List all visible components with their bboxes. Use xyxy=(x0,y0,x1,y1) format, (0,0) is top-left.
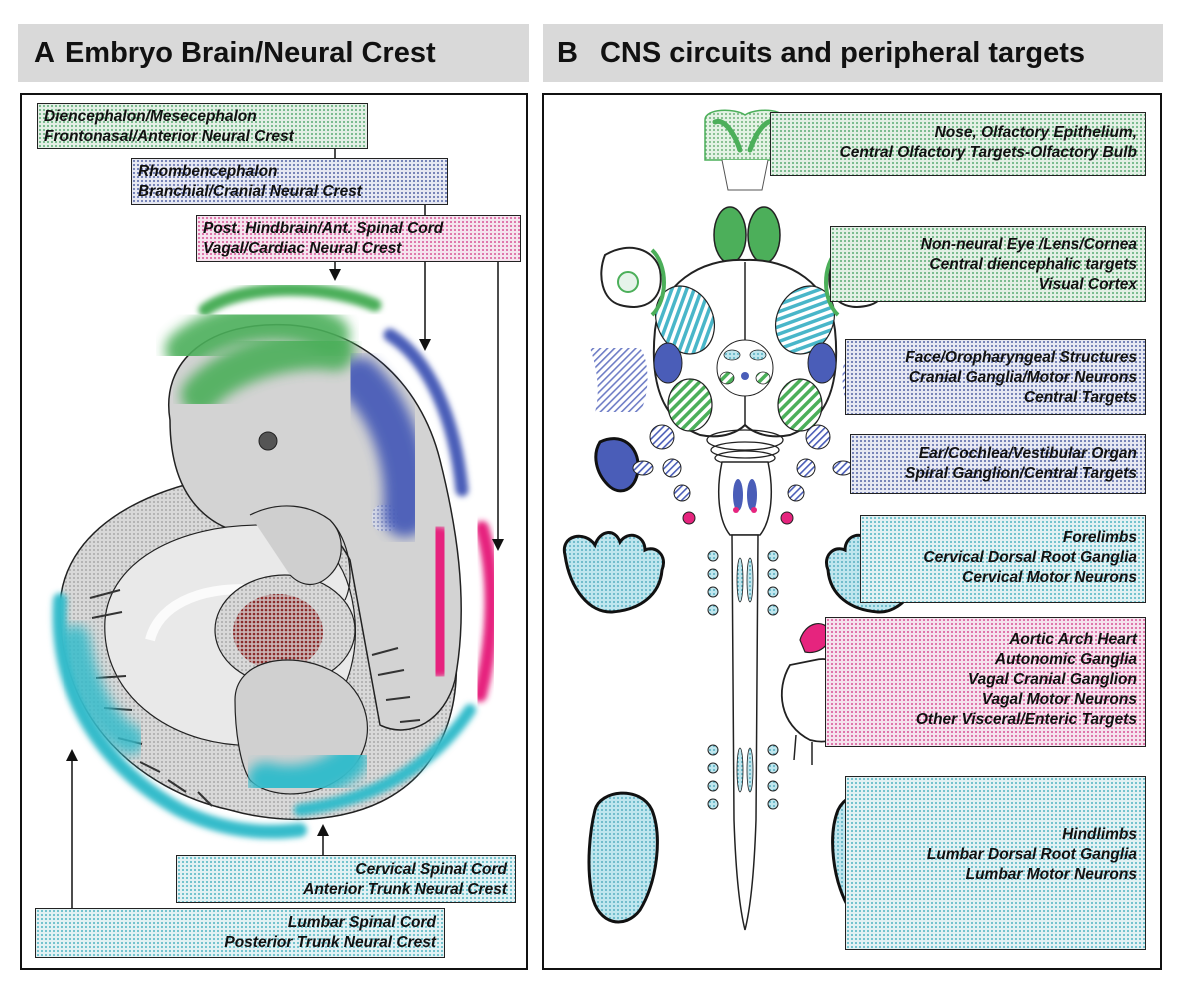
label-cervical: Cervical Spinal Cord Anterior Trunk Neur… xyxy=(176,855,516,903)
label-nose-line1: Nose, Olfactory Epithelium, xyxy=(934,124,1137,141)
label-eye-line1: Non-neural Eye /Lens/Cornea xyxy=(920,236,1137,253)
label-cervical-line2: Anterior Trunk Neural Crest xyxy=(303,881,507,898)
label-eye-line2: Central diencephalic targets xyxy=(929,256,1137,273)
label-forelimbs-line2: Cervical Dorsal Root Ganglia xyxy=(923,549,1137,566)
label-hindbrain-line1: Post. Hindbrain/Ant. Spinal Cord xyxy=(203,220,444,237)
panel-b-header: B CNS circuits and peripheral targets xyxy=(543,24,1163,82)
panel-b-letter: B xyxy=(557,37,578,69)
label-rhombencephalon-line2: Branchial/Cranial Neural Crest xyxy=(138,183,362,200)
label-hindlimbs-line3: Lumbar Motor Neurons xyxy=(965,866,1137,883)
panel-a-letter: A xyxy=(34,37,55,69)
label-face-line3: Central Targets xyxy=(1023,389,1137,406)
label-rhombencephalon: Rhombencephalon Branchial/Cranial Neural… xyxy=(131,158,448,205)
label-diencephalon-line2: Frontonasal/Anterior Neural Crest xyxy=(44,128,294,145)
panel-a-header: A Embryo Brain/Neural Crest xyxy=(18,24,529,82)
label-lumbar-line1: Lumbar Spinal Cord xyxy=(287,914,436,931)
label-hindbrain-line2: Vagal/Cardiac Neural Crest xyxy=(203,240,402,257)
label-diencephalon-line1: Diencephalon/Mesecephalon xyxy=(44,108,257,125)
label-heart-line2: Autonomic Ganglia xyxy=(994,651,1137,668)
label-lumbar-line2: Posterior Trunk Neural Crest xyxy=(224,934,436,951)
label-hindlimbs: Hindlimbs Lumbar Dorsal Root Ganglia Lum… xyxy=(845,776,1146,950)
panel-a-title: Embryo Brain/Neural Crest xyxy=(64,37,436,69)
label-heart-line4: Vagal Motor Neurons xyxy=(981,691,1137,708)
label-cervical-line1: Cervical Spinal Cord xyxy=(355,861,507,878)
label-face-line1: Face/Oropharyngeal Structures xyxy=(905,349,1137,366)
label-diencephalon: Diencephalon/Mesecephalon Frontonasal/An… xyxy=(37,103,368,149)
label-hindlimbs-line1: Hindlimbs xyxy=(1062,826,1137,843)
label-ear-line1: Ear/Cochlea/Vestibular Organ xyxy=(918,445,1137,462)
label-hindbrain: Post. Hindbrain/Ant. Spinal Cord Vagal/C… xyxy=(196,215,521,262)
label-forelimbs: Forelimbs Cervical Dorsal Root Ganglia C… xyxy=(860,515,1146,603)
label-heart: Aortic Arch Heart Autonomic Ganglia Vaga… xyxy=(825,617,1146,747)
label-eye-line3: Visual Cortex xyxy=(1038,276,1138,293)
label-ear: Ear/Cochlea/Vestibular Organ Spiral Gang… xyxy=(850,434,1146,494)
label-nose: Nose, Olfactory Epithelium, Central Olfa… xyxy=(770,112,1146,176)
label-face: Face/Oropharyngeal Structures Cranial Ga… xyxy=(845,339,1146,415)
label-forelimbs-line3: Cervical Motor Neurons xyxy=(962,569,1137,586)
label-eye: Non-neural Eye /Lens/Cornea Central dien… xyxy=(830,226,1146,302)
label-ear-line2: Spiral Ganglion/Central Targets xyxy=(905,465,1137,482)
label-lumbar: Lumbar Spinal Cord Posterior Trunk Neura… xyxy=(35,908,445,958)
label-forelimbs-line1: Forelimbs xyxy=(1062,529,1137,546)
embryo-illustration xyxy=(52,282,499,839)
label-heart-line5: Other Visceral/Enteric Targets xyxy=(915,711,1137,728)
label-nose-line2: Central Olfactory Targets-Olfactory Bulb xyxy=(839,144,1137,161)
label-heart-line3: Vagal Cranial Ganglion xyxy=(967,671,1137,688)
brain-dorsal-view xyxy=(649,206,838,931)
label-heart-line1: Aortic Arch Heart xyxy=(1009,631,1137,648)
label-hindlimbs-line2: Lumbar Dorsal Root Ganglia xyxy=(926,846,1137,863)
label-face-line2: Cranial Ganglia/Motor Neurons xyxy=(908,369,1137,386)
panel-b-title: CNS circuits and peripheral targets xyxy=(599,37,1086,69)
label-rhombencephalon-line1: Rhombencephalon xyxy=(138,163,278,180)
